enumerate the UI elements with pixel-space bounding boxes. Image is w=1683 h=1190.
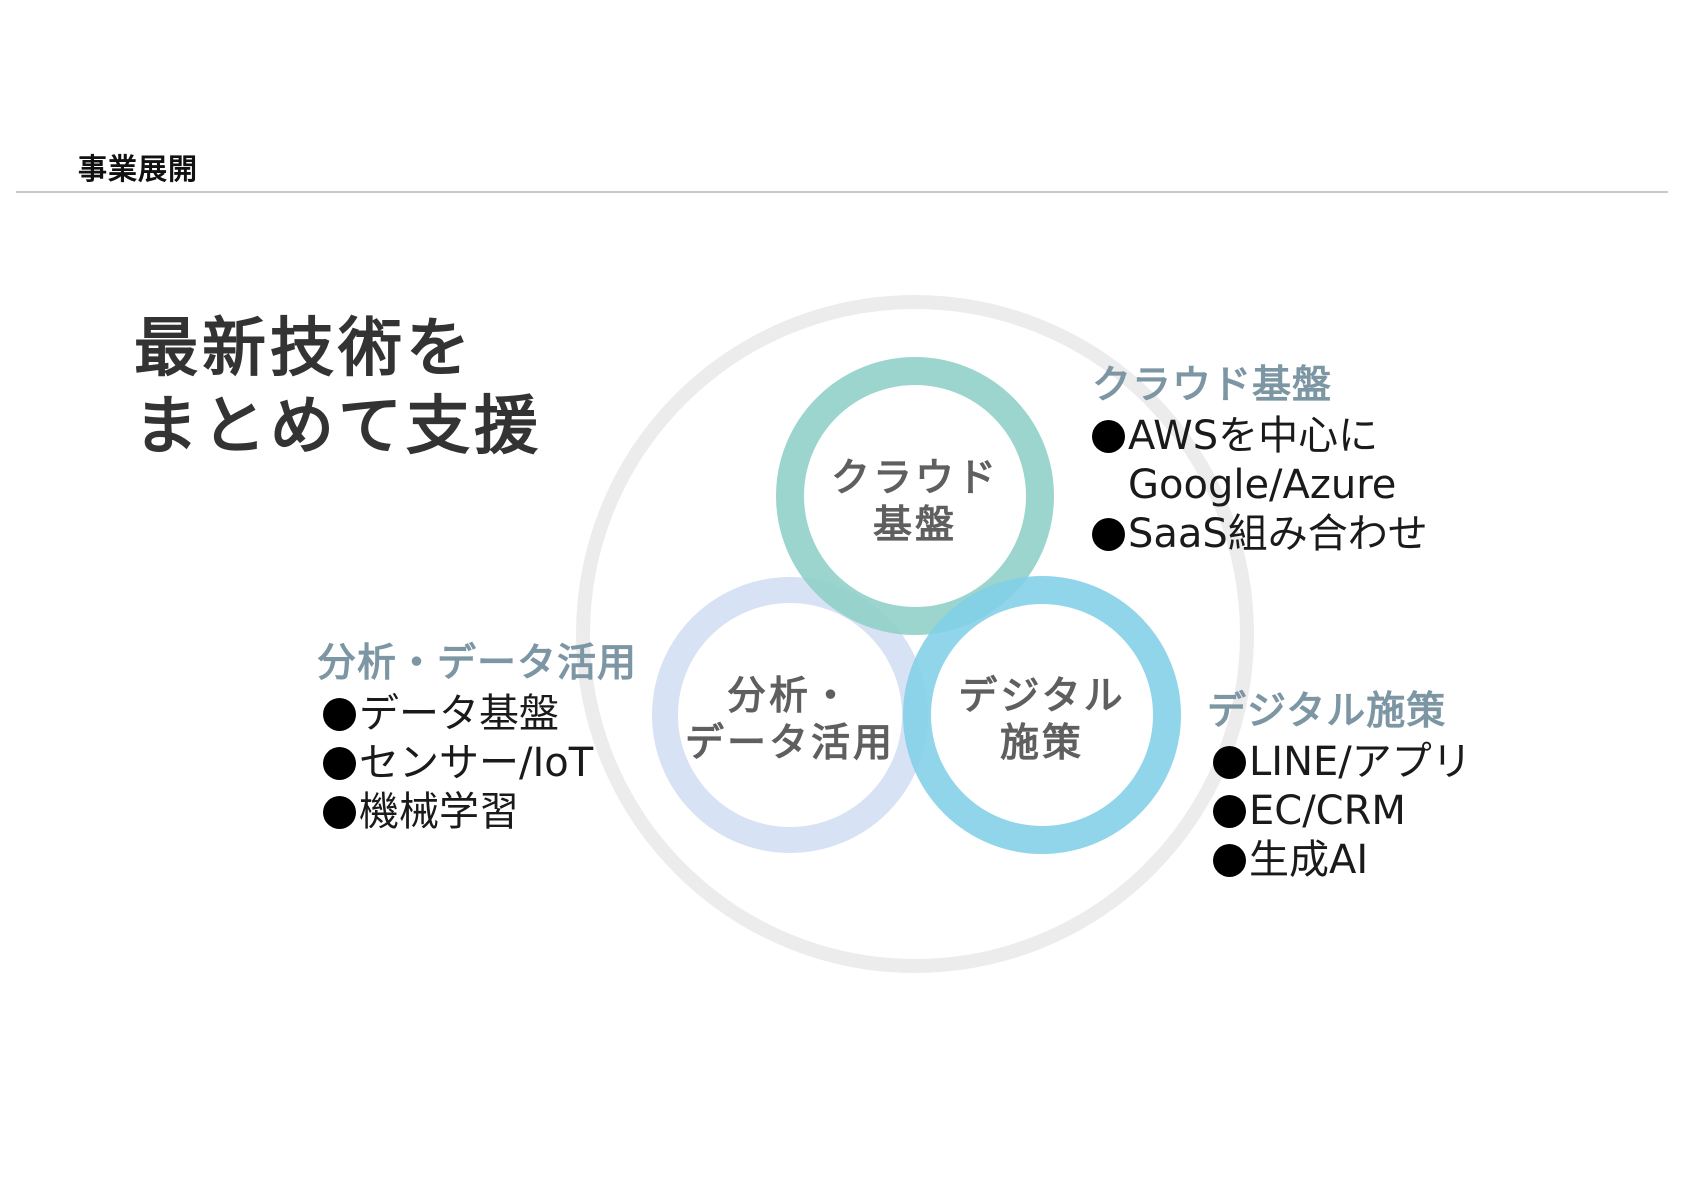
analytics-group: 分析・データ活用 データ基盤 センサー/IoT 機械学習 bbox=[317, 640, 637, 837]
digital-group: デジタル施策 LINE/アプリ EC/CRM 生成AI bbox=[1207, 688, 1472, 885]
list-item-text: 生成AI bbox=[1249, 837, 1369, 883]
digital-circle bbox=[903, 576, 1181, 854]
bullet-icon bbox=[1092, 518, 1125, 551]
cloud-circle-label-line-1: クラウド bbox=[830, 456, 1000, 501]
list-item-text: EC/CRM bbox=[1249, 788, 1406, 834]
list-item: SaaS組み合わせ bbox=[1092, 510, 1428, 559]
digital-circle-label-line-2: 施策 bbox=[999, 721, 1085, 766]
bullet-icon bbox=[323, 698, 356, 731]
list-item: Google/Azure bbox=[1092, 461, 1428, 510]
list-item: LINE/アプリ bbox=[1213, 738, 1472, 787]
digital-circle-label: デジタル 施策 bbox=[958, 673, 1125, 767]
page-header-title: 事業展開 bbox=[78, 152, 199, 186]
cloud-circle bbox=[776, 357, 1054, 635]
headline-line-2: まとめて支援 bbox=[134, 390, 542, 464]
list-item-text: Google/Azure bbox=[1128, 462, 1397, 508]
analytics-circle-label: 分析・ データ活用 bbox=[685, 673, 895, 767]
analytics-group-heading: 分析・データ活用 bbox=[317, 641, 638, 686]
list-item: 機械学習 bbox=[323, 788, 637, 837]
list-item-text: 機械学習 bbox=[359, 789, 519, 835]
list-item-text: SaaS組み合わせ bbox=[1128, 511, 1428, 557]
list-item-text: センサー/IoT bbox=[359, 740, 594, 786]
bullet-icon bbox=[323, 747, 356, 780]
list-item: 生成AI bbox=[1213, 836, 1472, 885]
list-item: EC/CRM bbox=[1213, 787, 1472, 836]
bullet-icon bbox=[323, 796, 356, 829]
header-divider bbox=[16, 191, 1668, 193]
list-item-text: LINE/アプリ bbox=[1249, 739, 1472, 785]
list-item: AWSを中心に bbox=[1092, 412, 1428, 461]
analytics-circle-label-line-1: 分析・ bbox=[726, 674, 854, 719]
list-item: データ基盤 bbox=[323, 690, 637, 739]
bullet-icon bbox=[1213, 795, 1246, 828]
list-item-text: AWSを中心に bbox=[1128, 413, 1379, 459]
cloud-circle-label: クラウド 基盤 bbox=[831, 455, 999, 549]
digital-circle-label-line-1: デジタル bbox=[958, 674, 1126, 719]
cloud-group-heading: クラウド基盤 bbox=[1092, 363, 1333, 408]
headline-line-1: 最新技術を bbox=[134, 312, 474, 386]
cloud-group: クラウド基盤 AWSを中心に Google/Azure SaaS組み合わせ bbox=[1092, 362, 1428, 559]
bullet-icon bbox=[1213, 844, 1246, 877]
list-item-text: データ基盤 bbox=[359, 691, 559, 737]
outer-ring bbox=[576, 295, 1254, 973]
list-item: センサー/IoT bbox=[323, 739, 637, 788]
digital-group-list: LINE/アプリ EC/CRM 生成AI bbox=[1213, 738, 1472, 885]
digital-group-heading: デジタル施策 bbox=[1207, 689, 1447, 734]
cloud-circle-label-line-2: 基盤 bbox=[872, 503, 958, 548]
bullet-icon bbox=[1213, 746, 1246, 779]
bullet-icon bbox=[1092, 420, 1125, 453]
headline: 最新技術を まとめて支援 bbox=[134, 310, 542, 466]
analytics-group-list: データ基盤 センサー/IoT 機械学習 bbox=[323, 690, 637, 837]
analytics-circle-label-line-2: データ活用 bbox=[684, 721, 896, 766]
cloud-group-list: AWSを中心に Google/Azure SaaS組み合わせ bbox=[1092, 412, 1428, 559]
